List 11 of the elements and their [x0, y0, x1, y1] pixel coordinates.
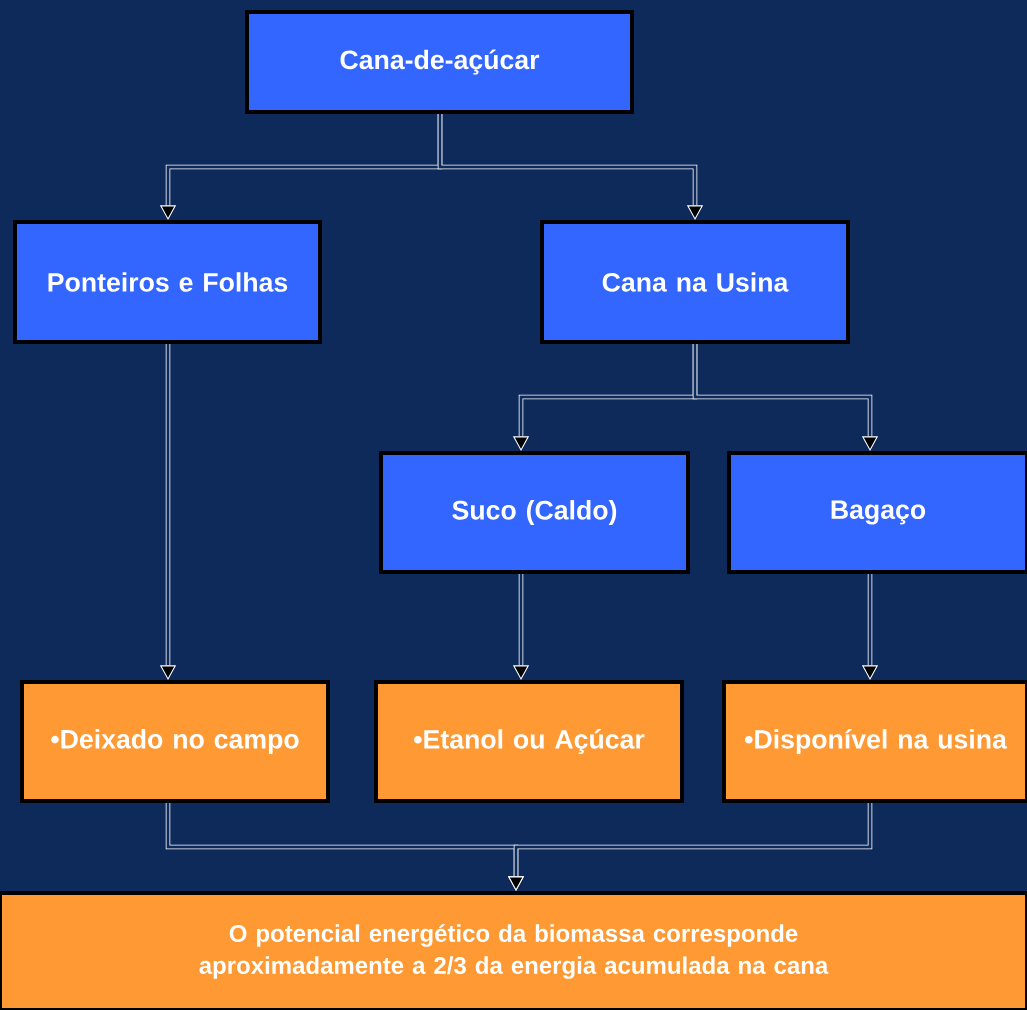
- process-box: Bagaço: [727, 451, 1027, 574]
- process-box: Cana-de-açúcar: [245, 10, 634, 114]
- result-box: •Etanol ou Açúcar: [374, 680, 684, 803]
- process-box: Cana na Usina: [540, 220, 850, 344]
- result-box: •Disponível na usina: [722, 680, 1027, 803]
- arrow: [692, 344, 879, 451]
- result-box: •Deixado no campo: [20, 680, 330, 803]
- arrow: [437, 114, 704, 220]
- process-box: Ponteiros e Folhas: [13, 220, 322, 344]
- process-box: Suco (Caldo): [379, 451, 690, 574]
- summary-banner: O potencial energético da biomassa corresponde aproximadamente a 2/3 da energia acumulada na cana: [0, 891, 1027, 1010]
